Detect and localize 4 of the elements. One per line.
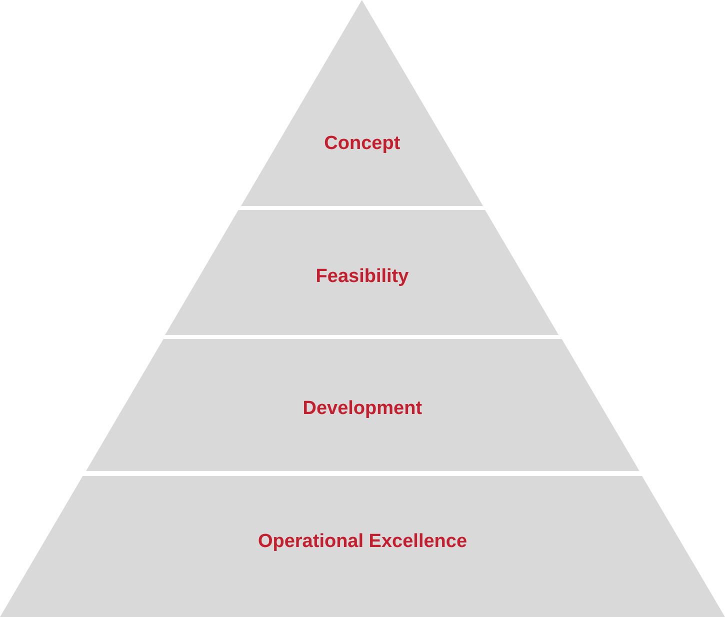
tier-label: Operational Excellence [258, 530, 468, 554]
tier-label: Development [302, 397, 422, 421]
tier-label: Feasibility [316, 265, 409, 289]
tier-label: Concept [324, 132, 400, 156]
